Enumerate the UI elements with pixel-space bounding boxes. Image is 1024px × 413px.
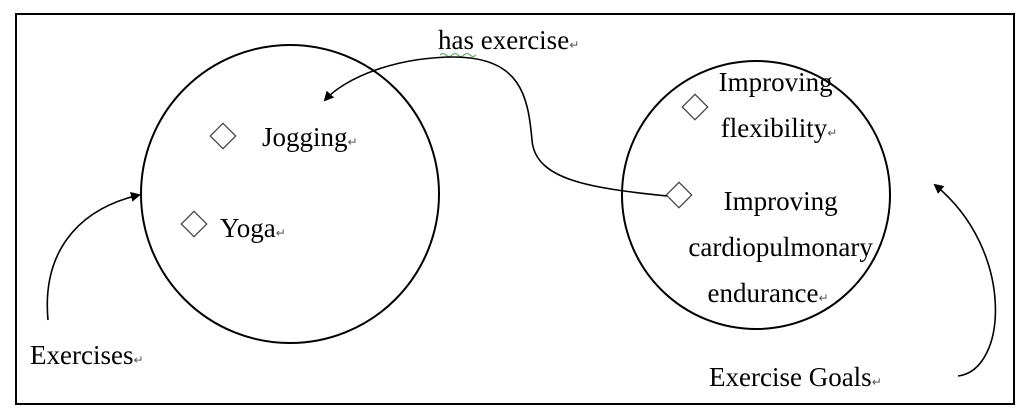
- exercise-goals-label: Exercise Goals↵: [709, 362, 882, 392]
- goals-circle: [621, 60, 891, 330]
- jogging-label: Jogging↵: [262, 122, 358, 152]
- relation-has-exercise: has exercise↵: [323, 25, 668, 197]
- diagram-frame: [15, 13, 1015, 405]
- paragraph-mark-icon: ↵: [827, 126, 837, 140]
- cardiopulmonary-label: Improving cardiopulmonary endurance↵: [688, 186, 879, 308]
- spellcheck-underline: [439, 53, 477, 57]
- yoga-diamond-icon: [180, 210, 208, 238]
- flexibility-diamond-icon: [681, 93, 709, 121]
- paragraph-mark-icon: ↵: [276, 226, 286, 240]
- exercise-item-yoga: Yoga↵: [180, 210, 286, 243]
- exercise-item-jogging: Jogging↵: [209, 122, 358, 152]
- exercises-pointer-arrow: [46, 191, 141, 321]
- goals-set-label: Exercise Goals↵: [709, 183, 997, 392]
- exercises-circle: [140, 44, 440, 344]
- jogging-diamond-icon: [209, 122, 237, 150]
- exercises-label: Exercises↵: [30, 340, 144, 370]
- paragraph-mark-icon: ↵: [569, 38, 579, 52]
- goal-item-cardiopulmonary: Improving cardiopulmonary endurance↵: [665, 181, 879, 308]
- goals-pointer-arrow: [933, 183, 997, 377]
- paragraph-mark-icon: ↵: [818, 291, 828, 305]
- goal-item-flexibility: Improving flexibility↵: [681, 67, 840, 143]
- relation-label: has exercise↵: [438, 25, 579, 55]
- relation-arrow: [323, 56, 668, 197]
- paragraph-mark-icon: ↵: [348, 135, 358, 149]
- paragraph-mark-icon: ↵: [133, 353, 143, 367]
- exercises-set-label: Exercises↵: [30, 191, 144, 370]
- cardiopulmonary-diamond-icon: [665, 181, 693, 209]
- yoga-label: Yoga↵: [220, 213, 286, 243]
- paragraph-mark-icon: ↵: [872, 375, 882, 389]
- flexibility-label: Improving flexibility↵: [719, 67, 840, 143]
